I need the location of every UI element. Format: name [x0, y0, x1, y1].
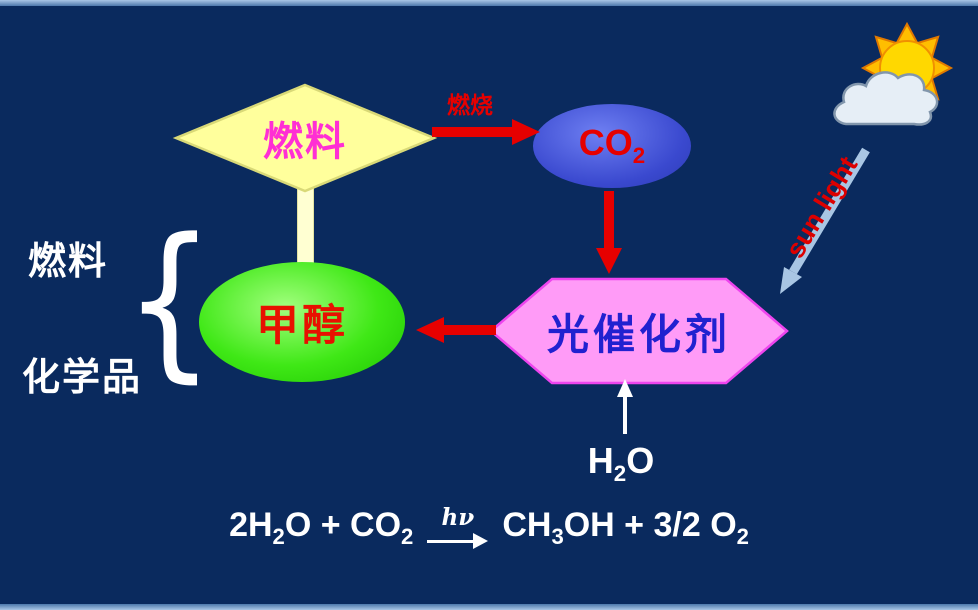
combustion-arrow [432, 119, 540, 145]
photocatalyst-label: 光催化剂 [546, 310, 731, 358]
water-to-catalyst-arrow [617, 379, 633, 434]
curly-brace: { [124, 202, 215, 398]
co2-node: CO2 [533, 104, 691, 188]
equation-lhs: 2H2O + CO2 [229, 506, 414, 549]
right-arrow-icon [427, 533, 489, 550]
hexagon-shape [489, 277, 789, 385]
co2-to-catalyst-arrow [596, 191, 622, 274]
equation-rhs: CH3OH + 3/2 O2 [502, 506, 749, 549]
methanol-label: 甲醇 [256, 302, 348, 350]
fuel-methanol-connector [297, 188, 314, 270]
hv-label: hν [441, 504, 475, 532]
cloud [833, 71, 939, 126]
equation-arrow: hν [427, 504, 489, 550]
water-label: H2O [587, 440, 655, 487]
sun-cloud-icon [812, 20, 962, 145]
reaction-equation: 2H2O + CO2 hν CH3OH + 3/2 O2 [0, 506, 978, 550]
group-label-chemicals: 化学品 [22, 357, 143, 399]
fuel-diamond-node: 燃料 [172, 82, 438, 194]
co2-label: CO2 [578, 122, 646, 169]
slide-border-top [0, 0, 978, 6]
sun-light-label: sun light [779, 151, 864, 264]
methanol-node: 甲醇 [199, 262, 405, 382]
group-label-fuel: 燃料 [28, 241, 109, 283]
slide-border-bottom [0, 604, 978, 610]
photocatalyst-node: 光催化剂 [488, 276, 790, 386]
catalyst-to-methanol-arrow [416, 317, 496, 343]
combustion-label: 燃烧 [447, 92, 493, 118]
fuel-diamond-label: 燃料 [263, 120, 347, 164]
diamond-shape [172, 83, 438, 193]
